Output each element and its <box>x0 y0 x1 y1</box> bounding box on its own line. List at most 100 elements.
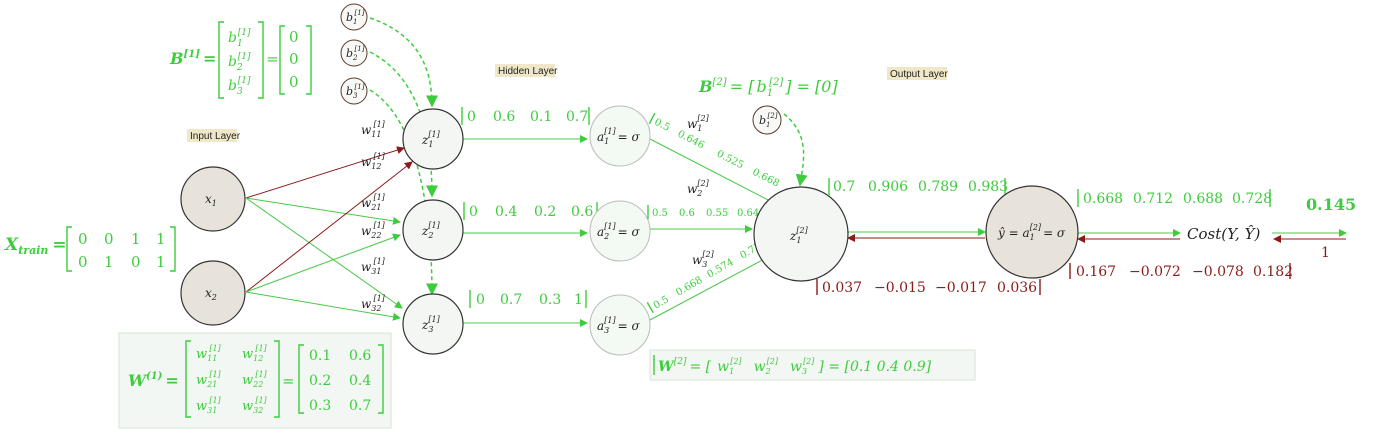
svg-text:0.5: 0.5 <box>652 294 671 311</box>
svg-text:0: 0 <box>131 253 141 271</box>
svg-text:w21[1]: w21[1] <box>196 370 222 389</box>
svg-text:0.789: 0.789 <box>918 179 958 195</box>
svg-text:0.2: 0.2 <box>534 204 556 220</box>
svg-text:0.7: 0.7 <box>500 292 522 308</box>
svg-text:a1[1]= σ: a1[1]= σ <box>597 127 640 146</box>
z1-values: 0 0.6 0.1 0.7 <box>461 107 590 125</box>
svg-text:a2[1]= σ: a2[1]= σ <box>597 222 640 241</box>
svg-text:W(1)=: W(1)= <box>128 371 179 390</box>
svg-text:b1[1]: b1[1] <box>346 9 365 26</box>
activation-node-a1: a1[1]= σ <box>589 105 651 167</box>
output-a-values: 0.668 0.712 0.688 0.728 <box>1077 189 1272 207</box>
edge-a1-z21 <box>649 138 777 205</box>
w22-label: w22[1] <box>361 221 386 240</box>
svg-text:w11[1]: w11[1] <box>361 120 386 139</box>
svg-text:z1[2]: z1[2] <box>789 226 809 245</box>
edge-a3-z21 <box>649 255 771 321</box>
edge-x2-z2 <box>245 233 401 293</box>
svg-text:0.6: 0.6 <box>679 208 695 219</box>
bias-node-b3: b3[1] <box>340 77 368 105</box>
svg-text:0.668: 0.668 <box>1083 191 1123 207</box>
z3-values: 0 0.7 0.3 1 <box>469 290 587 308</box>
output-layer-label: Output Layer <box>890 69 948 80</box>
bias2-expression: B[2]= [b1[2]] = [0] <box>698 77 838 99</box>
svg-text:0.5: 0.5 <box>652 117 671 134</box>
input-layer-label: Input Layer <box>190 131 241 142</box>
svg-text:0.036: 0.036 <box>997 280 1037 296</box>
svg-text:0: 0 <box>469 204 478 220</box>
w32-label: w32[1] <box>361 294 386 313</box>
svg-text:0: 0 <box>289 50 299 68</box>
svg-text:w31[1]: w31[1] <box>361 257 386 276</box>
svg-text:b1[1]: b1[1] <box>228 28 251 49</box>
a2-values: 0.5 0.6 0.55 0.646 <box>647 205 766 219</box>
edge-x1-z3 <box>245 197 403 309</box>
hidden-node-z1: z1[1] <box>402 108 464 170</box>
svg-text:0.6: 0.6 <box>349 348 371 364</box>
svg-text:1: 1 <box>574 292 583 308</box>
w21-2-label: w1[2] <box>687 114 710 133</box>
svg-text:0.906: 0.906 <box>868 179 908 195</box>
svg-text:z2[1]: z2[1] <box>421 221 441 240</box>
svg-text:0.182: 0.182 <box>1253 264 1293 280</box>
svg-text:z1[1]: z1[1] <box>421 130 441 149</box>
svg-text:w3[2]: w3[2] <box>692 250 715 269</box>
hidden-node-z2: z2[1] <box>402 199 464 261</box>
svg-text:0.2: 0.2 <box>309 373 331 389</box>
activation-node-a3: a3[1]= σ <box>589 294 651 356</box>
svg-text:w31[1]: w31[1] <box>196 396 222 415</box>
svg-text:x1: x1 <box>205 192 217 208</box>
output-z-gradients: 0.037 −0.015 −0.017 0.036 <box>816 279 1041 296</box>
x-train-matrix: Xtrain= 0 0 1 1 0 1 0 1 <box>4 226 176 272</box>
svg-text:b1[2]: b1[2] <box>759 112 778 129</box>
edge-x1-z1 <box>245 146 405 199</box>
svg-text:w12[1]: w12[1] <box>242 344 268 363</box>
hidden-node-z3: z3[1] <box>402 293 464 355</box>
output-layer-label-bg <box>887 67 947 80</box>
svg-text:=: = <box>282 372 295 390</box>
output-a-gradients: 0.167 −0.072 −0.078 0.182 <box>1069 263 1293 280</box>
svg-text:0.728: 0.728 <box>1232 191 1272 207</box>
svg-text:=: = <box>266 50 279 68</box>
svg-text:0.1: 0.1 <box>309 348 331 364</box>
svg-text:w22[1]: w22[1] <box>361 221 386 240</box>
svg-text:w2[2]: w2[2] <box>687 179 710 198</box>
svg-text:1: 1 <box>104 253 114 271</box>
svg-text:0.7: 0.7 <box>833 179 855 195</box>
svg-text:−0.015: −0.015 <box>874 280 926 296</box>
svg-text:0: 0 <box>289 28 299 46</box>
svg-text:ŷ = a1[2]= σ: ŷ = a1[2]= σ <box>997 223 1066 242</box>
svg-text:0: 0 <box>78 253 88 271</box>
svg-text:0.037: 0.037 <box>822 280 862 296</box>
svg-text:0.668: 0.668 <box>750 167 781 190</box>
svg-text:0.525: 0.525 <box>715 149 746 172</box>
svg-text:b3[1]: b3[1] <box>346 83 365 100</box>
edge-x1-z2 <box>245 197 401 225</box>
svg-text:0.4: 0.4 <box>349 373 371 389</box>
svg-text:0.7: 0.7 <box>349 398 371 414</box>
input-node-x2: x2 <box>180 260 246 326</box>
cost-gradient: 1 <box>1321 245 1330 261</box>
svg-text:0.7: 0.7 <box>566 109 588 125</box>
svg-text:w21[1]: w21[1] <box>361 193 386 212</box>
svg-text:0.3: 0.3 <box>309 398 331 414</box>
z2-values: 0 0.4 0.2 0.6 <box>463 202 598 220</box>
w12-label: w12[1] <box>361 152 386 171</box>
svg-text:0.5: 0.5 <box>652 208 668 219</box>
bias-node-b2: b2[1] <box>340 39 368 67</box>
svg-text:0.646: 0.646 <box>737 208 766 219</box>
w11-label: w11[1] <box>361 120 386 139</box>
svg-text:1: 1 <box>156 230 166 248</box>
hidden-layer-label: Hidden Layer <box>498 66 558 77</box>
svg-text:0.55: 0.55 <box>706 208 728 219</box>
svg-text:x2: x2 <box>205 286 217 302</box>
svg-text:0: 0 <box>289 73 299 91</box>
weights1-matrix: W(1)= w11[1] w12[1] w21[1] w22[1] w31[1]… <box>118 332 392 429</box>
output-node-yhat: ŷ = a1[2]= σ <box>985 185 1079 279</box>
bias-node-b21: b1[2] <box>752 105 782 135</box>
svg-text:0: 0 <box>78 230 88 248</box>
a3-values: 0.5 0.668 0.574 0.731 <box>646 238 769 314</box>
cost-label: Cost(Y, Ŷ) <box>1187 225 1260 243</box>
svg-text:0: 0 <box>467 109 476 125</box>
